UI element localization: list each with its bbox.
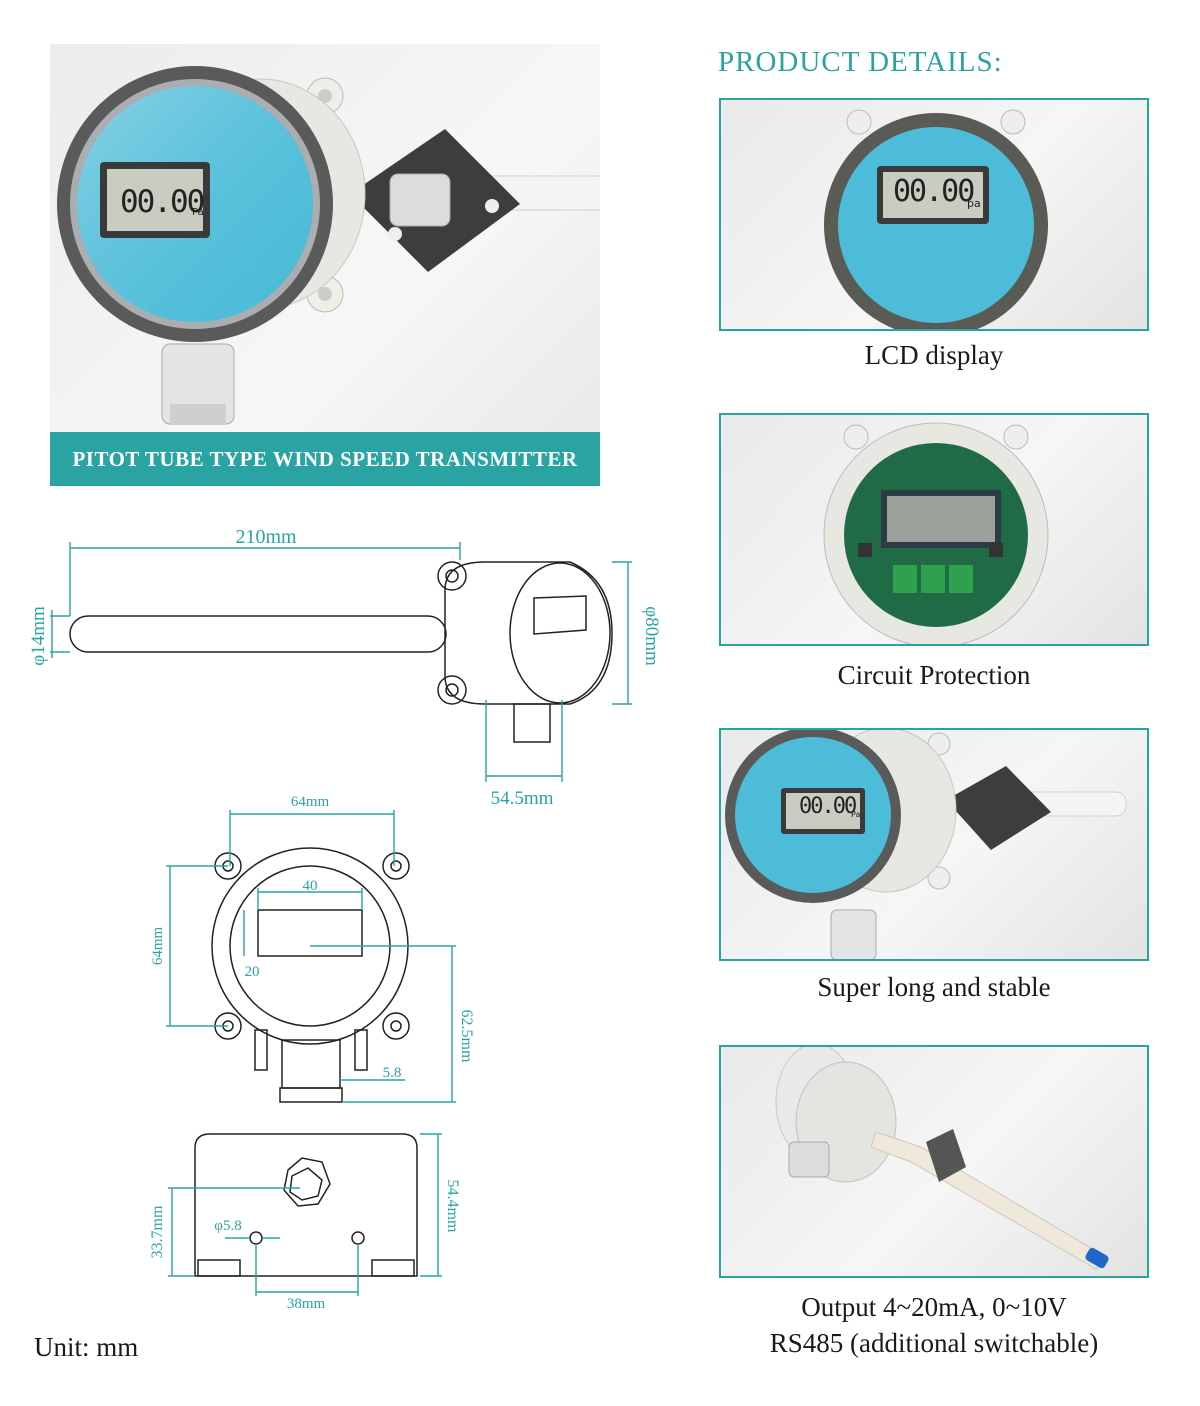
circuit-board-illustration	[823, 422, 1049, 644]
card3-lcd-reading: 00.00	[799, 794, 857, 819]
dim-window-width: 40	[303, 878, 318, 894]
dim-offset: 5.8	[383, 1065, 402, 1081]
caption-super-long-stable: Super long and stable	[817, 972, 1051, 1002]
lcd-display-illustration	[824, 109, 1048, 329]
hero-lcd-unit: Pa	[192, 207, 204, 218]
transmitter-angled-illustration	[775, 1047, 1109, 1270]
product-details-title: PRODUCT DETAILS:	[718, 46, 1003, 78]
transmitter-side-illustration	[725, 730, 1127, 959]
dim-tube-diameter: φ14mm	[28, 606, 49, 666]
caption-output-line2: RS485 (additional switchable)	[769, 1328, 1099, 1358]
dim-hole-span-h: 64mm	[291, 794, 330, 810]
caption-lcd-display: LCD display	[864, 340, 1004, 370]
unit-label: Unit: mm	[34, 1332, 139, 1362]
dim-body-diameter: φ80mm	[641, 606, 662, 666]
dim-bottom-height: 54.4mm	[444, 1180, 461, 1233]
card3-lcd-unit: Pa	[851, 810, 861, 819]
dim-length: 210mm	[235, 526, 297, 548]
dim-hole-span: 38mm	[287, 1296, 326, 1312]
technical-drawing: 210mm φ14mm φ80mm 54.5mm 64mm 64mm 40 20…	[28, 526, 662, 1312]
dim-hole-diameter: φ5.8	[214, 1218, 241, 1234]
dim-hole-height: 33.7mm	[149, 1205, 166, 1258]
caption-output-line1: Output 4~20mA, 0~10V	[801, 1292, 1067, 1322]
dim-hole-span-v: 64mm	[150, 927, 166, 966]
detail-card-circuit	[719, 413, 1149, 646]
hero-lcd-reading: 00.00	[120, 184, 205, 220]
dim-front-height: 62.5mm	[458, 1010, 475, 1063]
card1-lcd-reading: 00.00	[893, 174, 975, 209]
hero-product-photo: 00.00 Pa	[50, 44, 600, 486]
card1-lcd-unit: pa	[967, 197, 981, 210]
hero-banner: PITOT TUBE TYPE WIND SPEED TRANSMITTER	[50, 432, 600, 486]
detail-card-stable: 00.00 Pa	[719, 728, 1149, 961]
dim-base-width: 54.5mm	[491, 788, 554, 809]
detail-card-lcd: 00.00 pa	[719, 98, 1149, 331]
hero-transmitter-illustration	[57, 66, 600, 425]
dim-window-height: 20	[245, 964, 260, 980]
detail-card-output	[719, 1045, 1149, 1278]
caption-output: Output 4~20mA, 0~10V RS485 (additional s…	[719, 1289, 1149, 1361]
caption-circuit-protection: Circuit Protection	[837, 660, 1031, 690]
